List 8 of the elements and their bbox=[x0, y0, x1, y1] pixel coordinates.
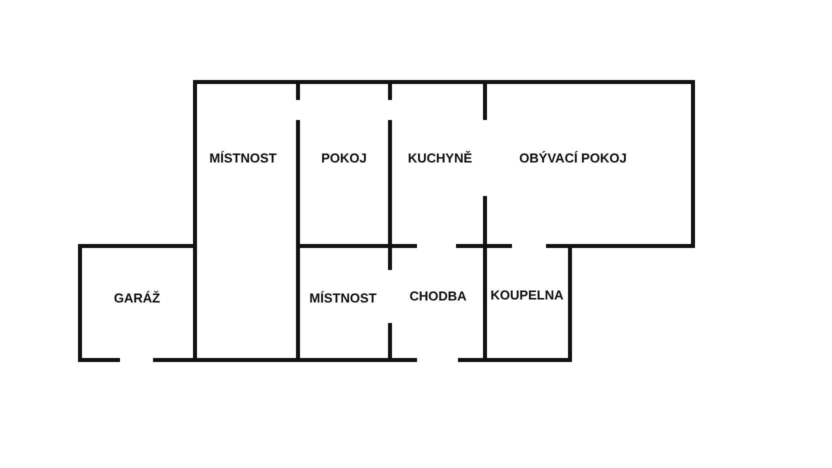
room-name: CHODBA bbox=[409, 288, 467, 304]
room-name: OBÝVACÍ POKOJ bbox=[519, 150, 627, 166]
room-name: MÍSTNOST bbox=[209, 150, 277, 166]
room-name: KUCHYNĚ bbox=[408, 150, 472, 166]
room-name: POKOJ bbox=[321, 150, 367, 166]
room-name: MÍSTNOST bbox=[309, 290, 377, 306]
room-name: GARÁŽ bbox=[114, 290, 160, 306]
room-name: KOUPELNA bbox=[490, 288, 564, 302]
